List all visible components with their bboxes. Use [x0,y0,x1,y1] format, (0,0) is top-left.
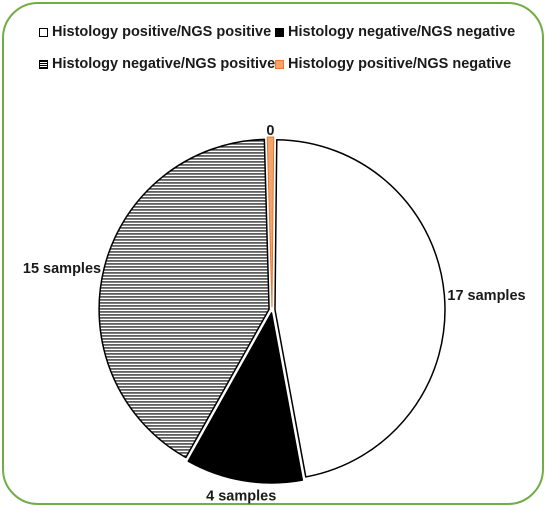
legend-swatch-orange [275,59,284,69]
pie-slice-histology-negative-ngs-positive [98,138,270,459]
legend-swatch-white [39,27,48,37]
pie-slice-histology-negative-ngs-negative [187,312,304,484]
legend-item-histology-positive-ngs-positive: Histology positive/NGS positive [39,24,271,40]
legend-label: Histology negative/NGS positive [52,56,276,72]
data-label-histology-positive-ngs-negative: 0 [266,123,274,139]
legend: Histology positive/NGS positive Histolog… [39,24,519,80]
legend-item-histology-negative-ngs-negative: Histology negative/NGS negative [275,24,515,40]
data-label-histology-negative-ngs-negative: 4 samples [206,489,276,505]
legend-swatch-striped [39,59,48,69]
data-label-histology-negative-ngs-positive: 15 samples [23,261,101,277]
data-label-histology-positive-ngs-positive: 17 samples [447,288,525,304]
legend-item-histology-negative-ngs-positive: Histology negative/NGS positive [39,56,275,72]
legend-label: Histology positive/NGS positive [52,24,272,40]
legend-label: Histology positive/NGS negative [288,56,512,72]
pie-slice-histology-positive-ngs-positive [274,139,446,478]
legend-label: Histology negative/NGS negative [288,24,516,40]
legend-item-histology-positive-ngs-negative: Histology positive/NGS negative [275,56,511,72]
legend-swatch-black [275,27,284,37]
pie-slice-histology-positive-ngs-negative [266,136,275,308]
